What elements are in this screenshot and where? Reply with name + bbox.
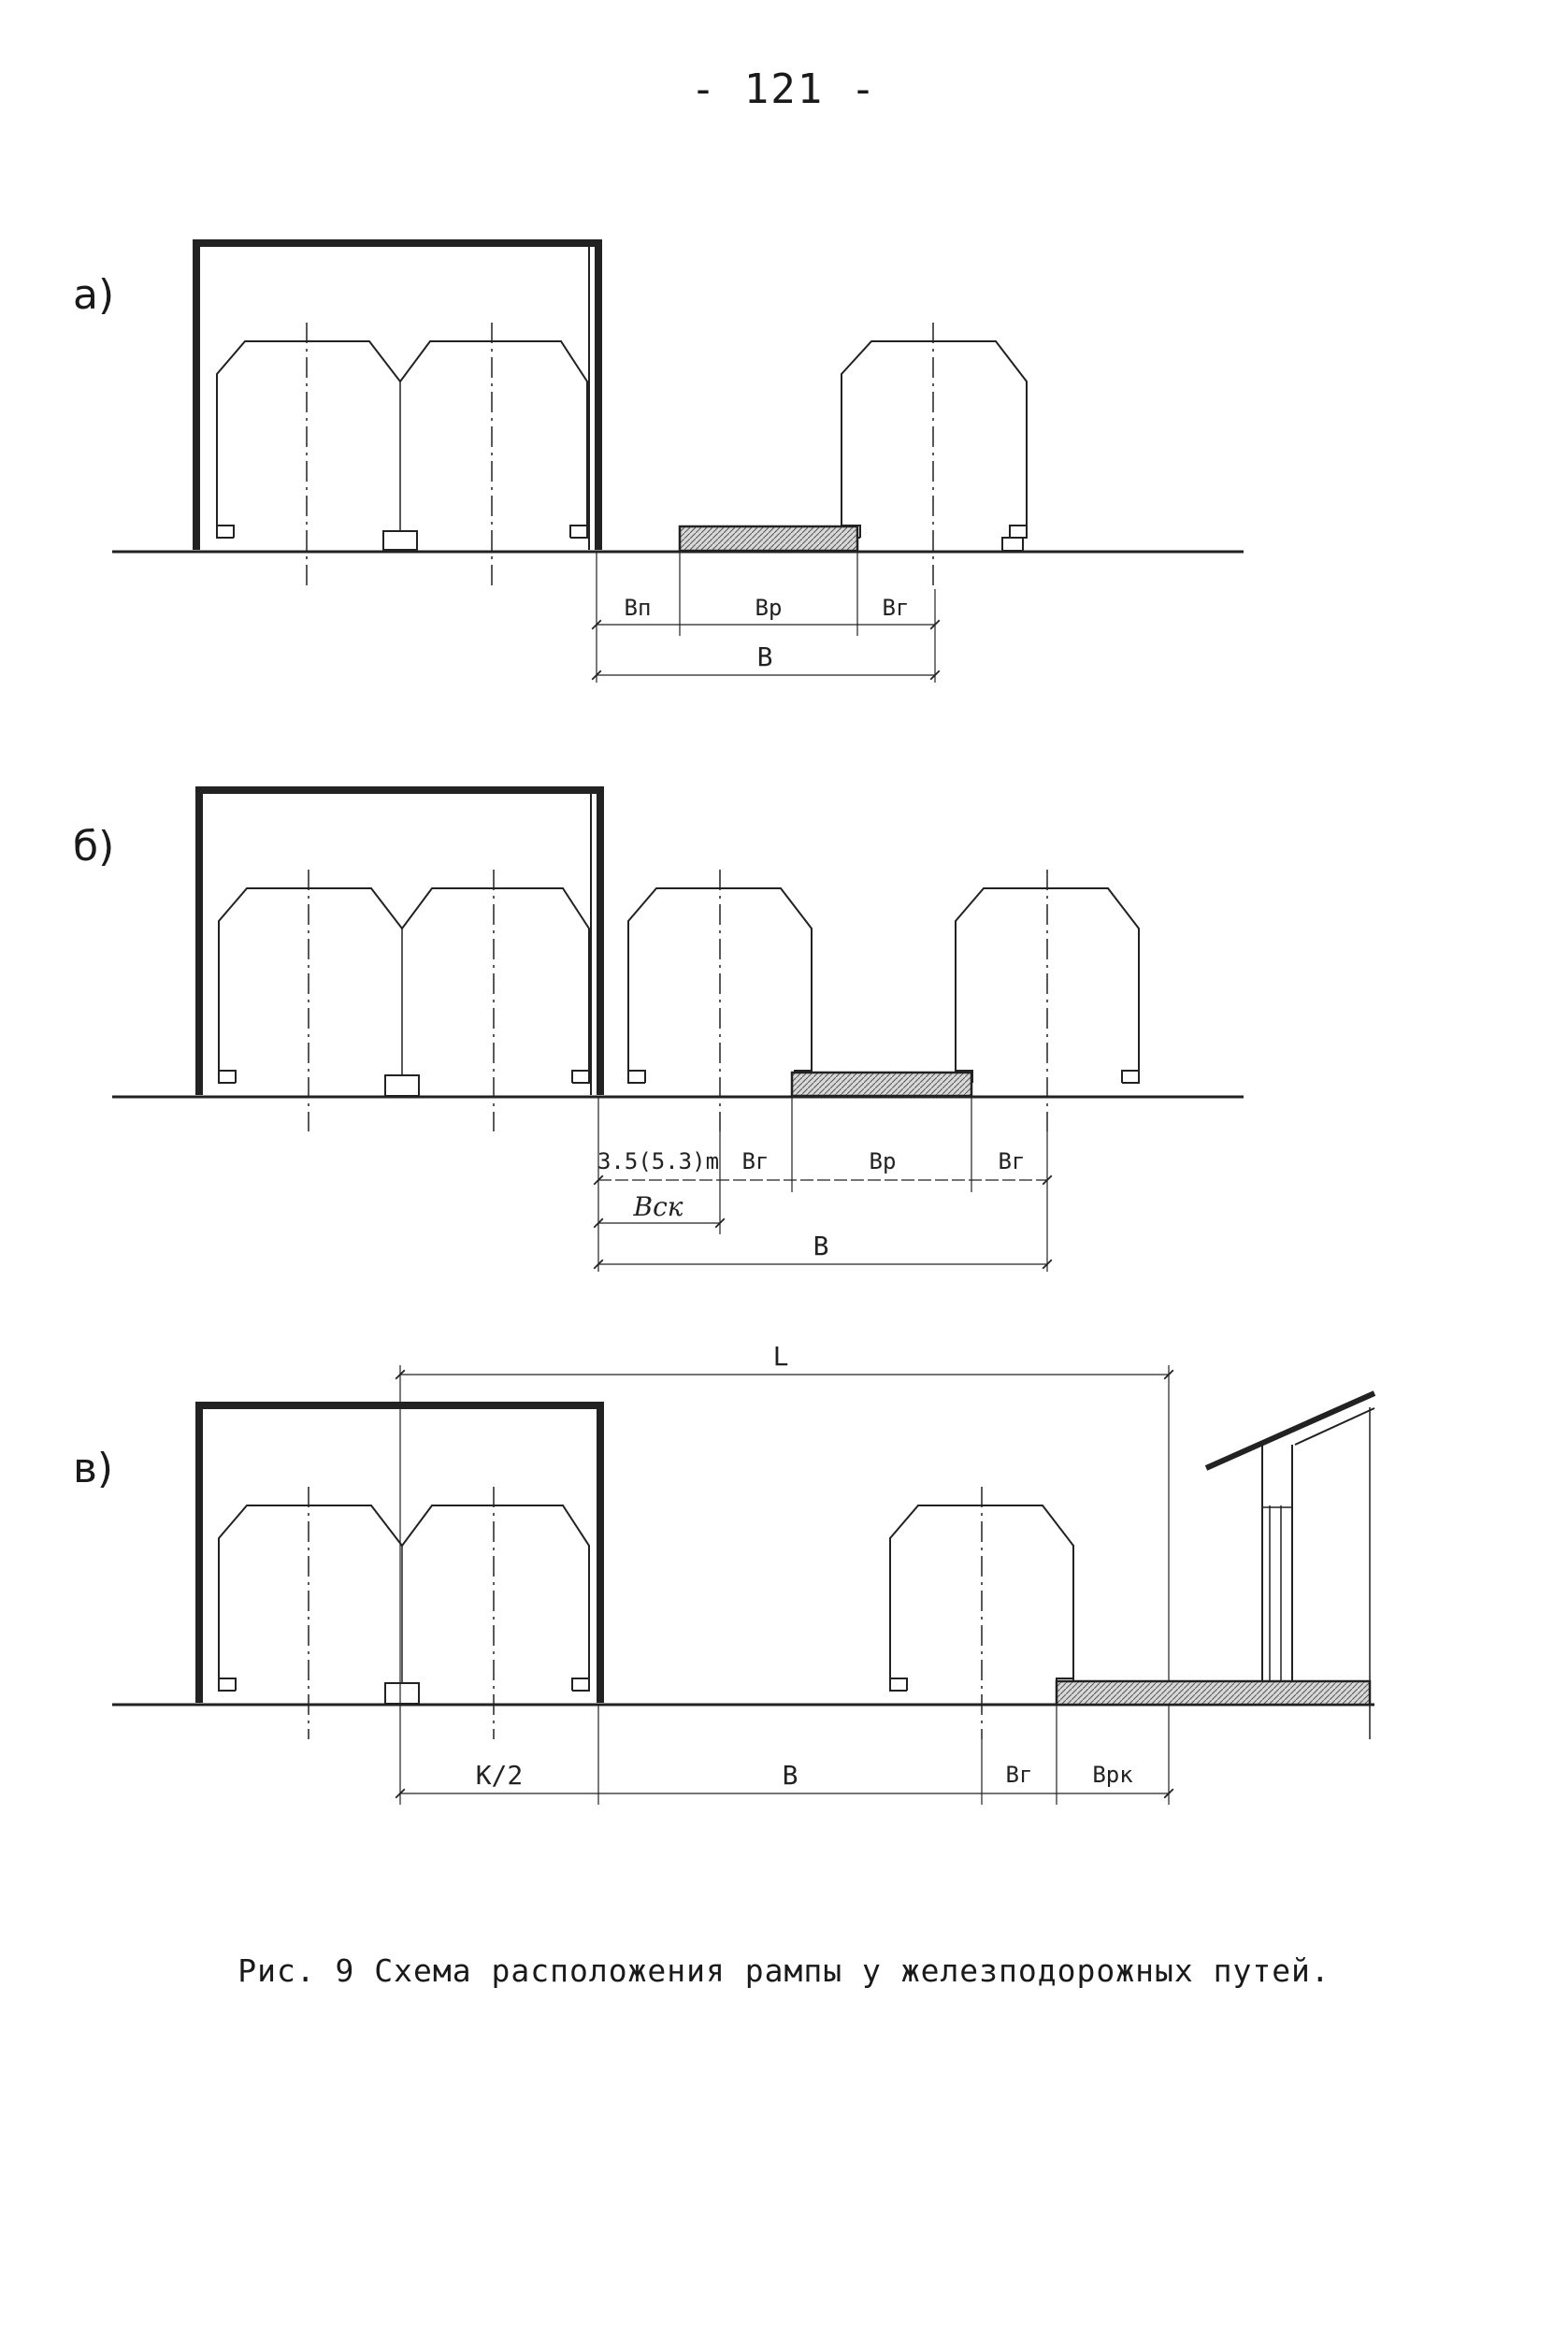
warehouse-frame-b bbox=[195, 786, 604, 1095]
wagon-right-v bbox=[889, 1505, 1074, 1692]
wagon-pair-a bbox=[216, 340, 588, 539]
dim-bsk-b: Вск bbox=[633, 1191, 683, 1222]
ramp-a bbox=[678, 525, 859, 553]
wagon-pair-v bbox=[218, 1505, 590, 1692]
dim-bg-a: Вг bbox=[883, 595, 910, 621]
dim-k2-v: К/2 bbox=[476, 1760, 524, 1791]
panel-label-b: б) bbox=[73, 823, 115, 871]
dim-l-v: L bbox=[773, 1341, 789, 1372]
canopy-roof-v bbox=[1204, 1390, 1376, 1471]
dim-bg2-b: Вг bbox=[999, 1148, 1026, 1174]
dim-bg1-b: Вг bbox=[742, 1148, 770, 1174]
panel-label-a: а) bbox=[73, 271, 115, 319]
panel-label-v: в) bbox=[73, 1445, 114, 1492]
dim-brk-v: Врк bbox=[1092, 1762, 1133, 1788]
panel-v bbox=[112, 1365, 1376, 1805]
panel-b bbox=[112, 786, 1244, 1272]
dim-b-v: В bbox=[783, 1760, 798, 1791]
dim-first-b: 3.5(5.3)m bbox=[597, 1148, 719, 1174]
panel-a bbox=[112, 239, 1244, 683]
page-number: - 121 - bbox=[690, 65, 878, 113]
dim-bp-left-a: Вп bbox=[625, 595, 652, 621]
wagon-middle-b bbox=[627, 887, 813, 1084]
figure-caption: Рис. 9 Схема расположения рампы у железп… bbox=[237, 1952, 1331, 1989]
dim-b-a: В bbox=[757, 641, 773, 672]
warehouse-frame-a bbox=[193, 239, 602, 550]
dim-bp-a: Вр bbox=[755, 595, 783, 621]
ramp-v bbox=[1055, 1679, 1372, 1707]
dim-b-b: В bbox=[813, 1231, 829, 1261]
wagon-pair-b bbox=[218, 887, 590, 1084]
wagon-right-a bbox=[841, 340, 1028, 539]
ramp-b bbox=[790, 1071, 973, 1098]
wagon-right-b bbox=[955, 887, 1140, 1084]
warehouse-frame-v bbox=[195, 1402, 604, 1703]
dim-bp-b: Вр bbox=[870, 1148, 897, 1174]
dim-bg-v: Вг bbox=[1006, 1762, 1033, 1788]
